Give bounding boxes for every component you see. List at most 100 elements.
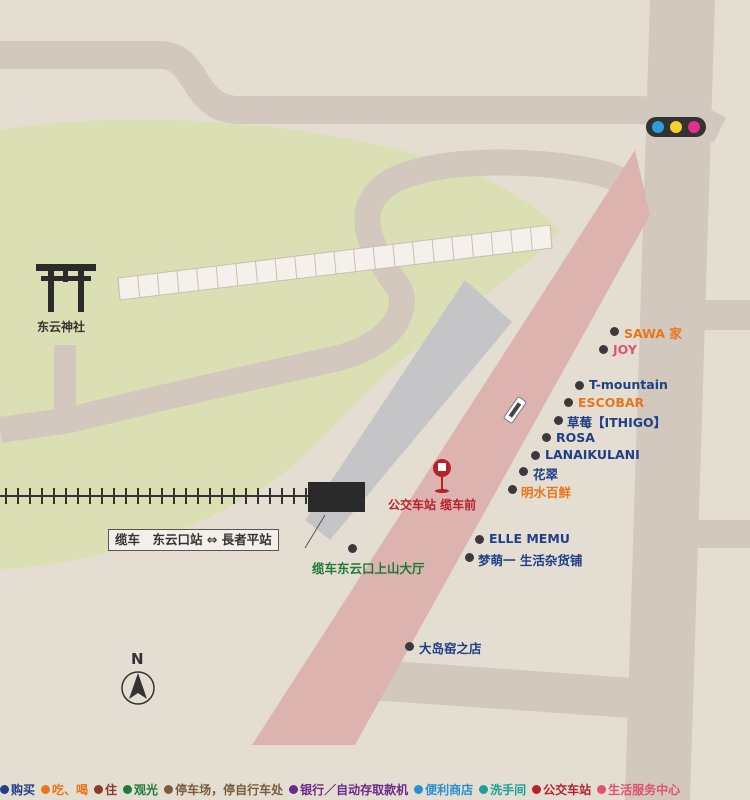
legend-item: 生活服务中心 xyxy=(597,781,680,798)
poi-dot[interactable] xyxy=(542,433,551,442)
track-tick xyxy=(510,229,514,253)
track-tick xyxy=(196,268,200,291)
legend-label: 银行／自动存取款机 xyxy=(300,782,409,797)
legend-label: 洗手间 xyxy=(490,782,527,797)
track-tick xyxy=(215,265,219,289)
track-tick xyxy=(372,246,376,270)
poi-dot[interactable] xyxy=(465,553,474,562)
poi-dot[interactable] xyxy=(475,535,484,544)
park-area xyxy=(0,119,560,570)
road-right-branch1 xyxy=(660,300,750,330)
track-tick xyxy=(117,277,121,301)
poi-dot[interactable] xyxy=(405,642,414,651)
cable-car-icon xyxy=(503,396,527,424)
poi-dot[interactable] xyxy=(519,467,528,476)
road-right-branch2 xyxy=(660,520,750,548)
legend-label: 住 xyxy=(105,782,118,797)
track-tick xyxy=(176,270,180,293)
track-tick xyxy=(392,244,396,267)
poi-label[interactable]: ESCOBAR xyxy=(578,395,645,410)
legend-label: 停车场，停自行车处 xyxy=(175,782,284,797)
legend-dot xyxy=(597,784,607,794)
legend-dot xyxy=(41,784,51,794)
legend-dot xyxy=(289,784,299,794)
road-top-curve xyxy=(0,41,727,143)
poi-label[interactable]: 大岛窑之店 xyxy=(419,641,482,656)
bus-stop-icon xyxy=(433,459,451,493)
legend-dot xyxy=(532,784,542,794)
poi-label[interactable]: 梦萌一 生活杂货铺 xyxy=(478,553,583,568)
poi-dot[interactable] xyxy=(508,485,517,494)
legend-label: 购买 xyxy=(11,782,36,797)
legend-dot xyxy=(164,784,174,794)
traffic-light-icon xyxy=(646,117,706,137)
poi-dot[interactable] xyxy=(564,398,573,407)
legend-label: 观光 xyxy=(134,782,159,797)
track-tick xyxy=(294,256,298,279)
legend-item: 吃、喝 xyxy=(41,781,88,798)
poi-dot[interactable] xyxy=(575,381,584,390)
poi-label[interactable]: LANAIKULANI xyxy=(545,447,640,462)
track-tick xyxy=(156,273,160,296)
legend-label: 生活服务中心 xyxy=(608,782,681,797)
poi-label[interactable]: ELLE MEMU xyxy=(489,531,570,546)
poi-dot[interactable] xyxy=(610,327,619,336)
legend-item: 银行／自动存取款机 xyxy=(289,781,408,798)
poi-dot[interactable] xyxy=(554,416,563,425)
cable-label-leader xyxy=(304,514,326,549)
legend-label: 吃、喝 xyxy=(52,782,89,797)
track-tick xyxy=(137,275,141,298)
north-arrow-icon xyxy=(121,671,155,705)
track-tick xyxy=(431,239,435,263)
track-tick xyxy=(254,261,258,284)
legend-dot xyxy=(123,784,133,794)
track-tick xyxy=(235,263,239,286)
bus-stop-label[interactable]: 公交车站 缆车前 xyxy=(388,498,477,512)
poi-label-hall[interactable]: 缆车东云口上山大厅 xyxy=(312,561,425,576)
rail-station xyxy=(308,482,365,512)
legend-item: 购买 xyxy=(0,781,35,798)
track-tick xyxy=(412,241,416,265)
legend: 购买 吃、喝 住 观光 停车场，停自行车处 银行／自动存取款机 便利商店 洗手间… xyxy=(0,778,750,800)
legend-label: 公交车站 xyxy=(543,782,592,797)
legend-dot xyxy=(414,784,424,794)
poi-label[interactable]: T-mountain xyxy=(589,377,668,392)
poi-label[interactable]: 草莓【ITHIGO】 xyxy=(567,415,667,430)
track-tick xyxy=(353,249,357,272)
track-tick xyxy=(529,227,533,251)
poi-label[interactable]: 花翠 xyxy=(533,467,559,482)
legend-dot xyxy=(94,784,104,794)
main-road xyxy=(252,150,650,745)
track-tick xyxy=(451,237,455,260)
cable-car-route-label: 缆车 东云口站 ⇔ 長者平站 xyxy=(108,529,279,551)
legend-item: 洗手间 xyxy=(479,781,526,798)
road-lower-branch xyxy=(370,660,660,720)
track-tick xyxy=(333,251,337,275)
station-building xyxy=(305,280,512,540)
poi-label[interactable]: ROSA xyxy=(556,430,595,445)
track-tick xyxy=(470,234,474,258)
legend-item: 公交车站 xyxy=(532,781,591,798)
torii-icon xyxy=(36,264,96,312)
legend-dot xyxy=(0,784,9,794)
north-label: N xyxy=(131,650,144,668)
track-tick xyxy=(549,224,553,249)
legend-dot xyxy=(479,784,489,794)
poi-label[interactable]: 明水百鲜 xyxy=(521,485,572,500)
poi-dot-hall[interactable] xyxy=(348,544,357,553)
road-right-vertical xyxy=(625,0,715,800)
poi-dot[interactable] xyxy=(531,451,540,460)
poi-label[interactable]: SAWA 家 xyxy=(624,326,682,341)
legend-item: 住 xyxy=(94,781,117,798)
legend-label: 便利商店 xyxy=(425,782,474,797)
road-mid-curve xyxy=(0,149,626,443)
track-tick xyxy=(274,258,278,282)
poi-dot[interactable] xyxy=(599,345,608,354)
legend-item: 观光 xyxy=(123,781,158,798)
poi-label[interactable]: JOY xyxy=(613,342,637,357)
torii-label: 东云神社 xyxy=(37,320,86,334)
track-tick xyxy=(313,253,317,277)
legend-item: 停车场，停自行车处 xyxy=(164,781,283,798)
